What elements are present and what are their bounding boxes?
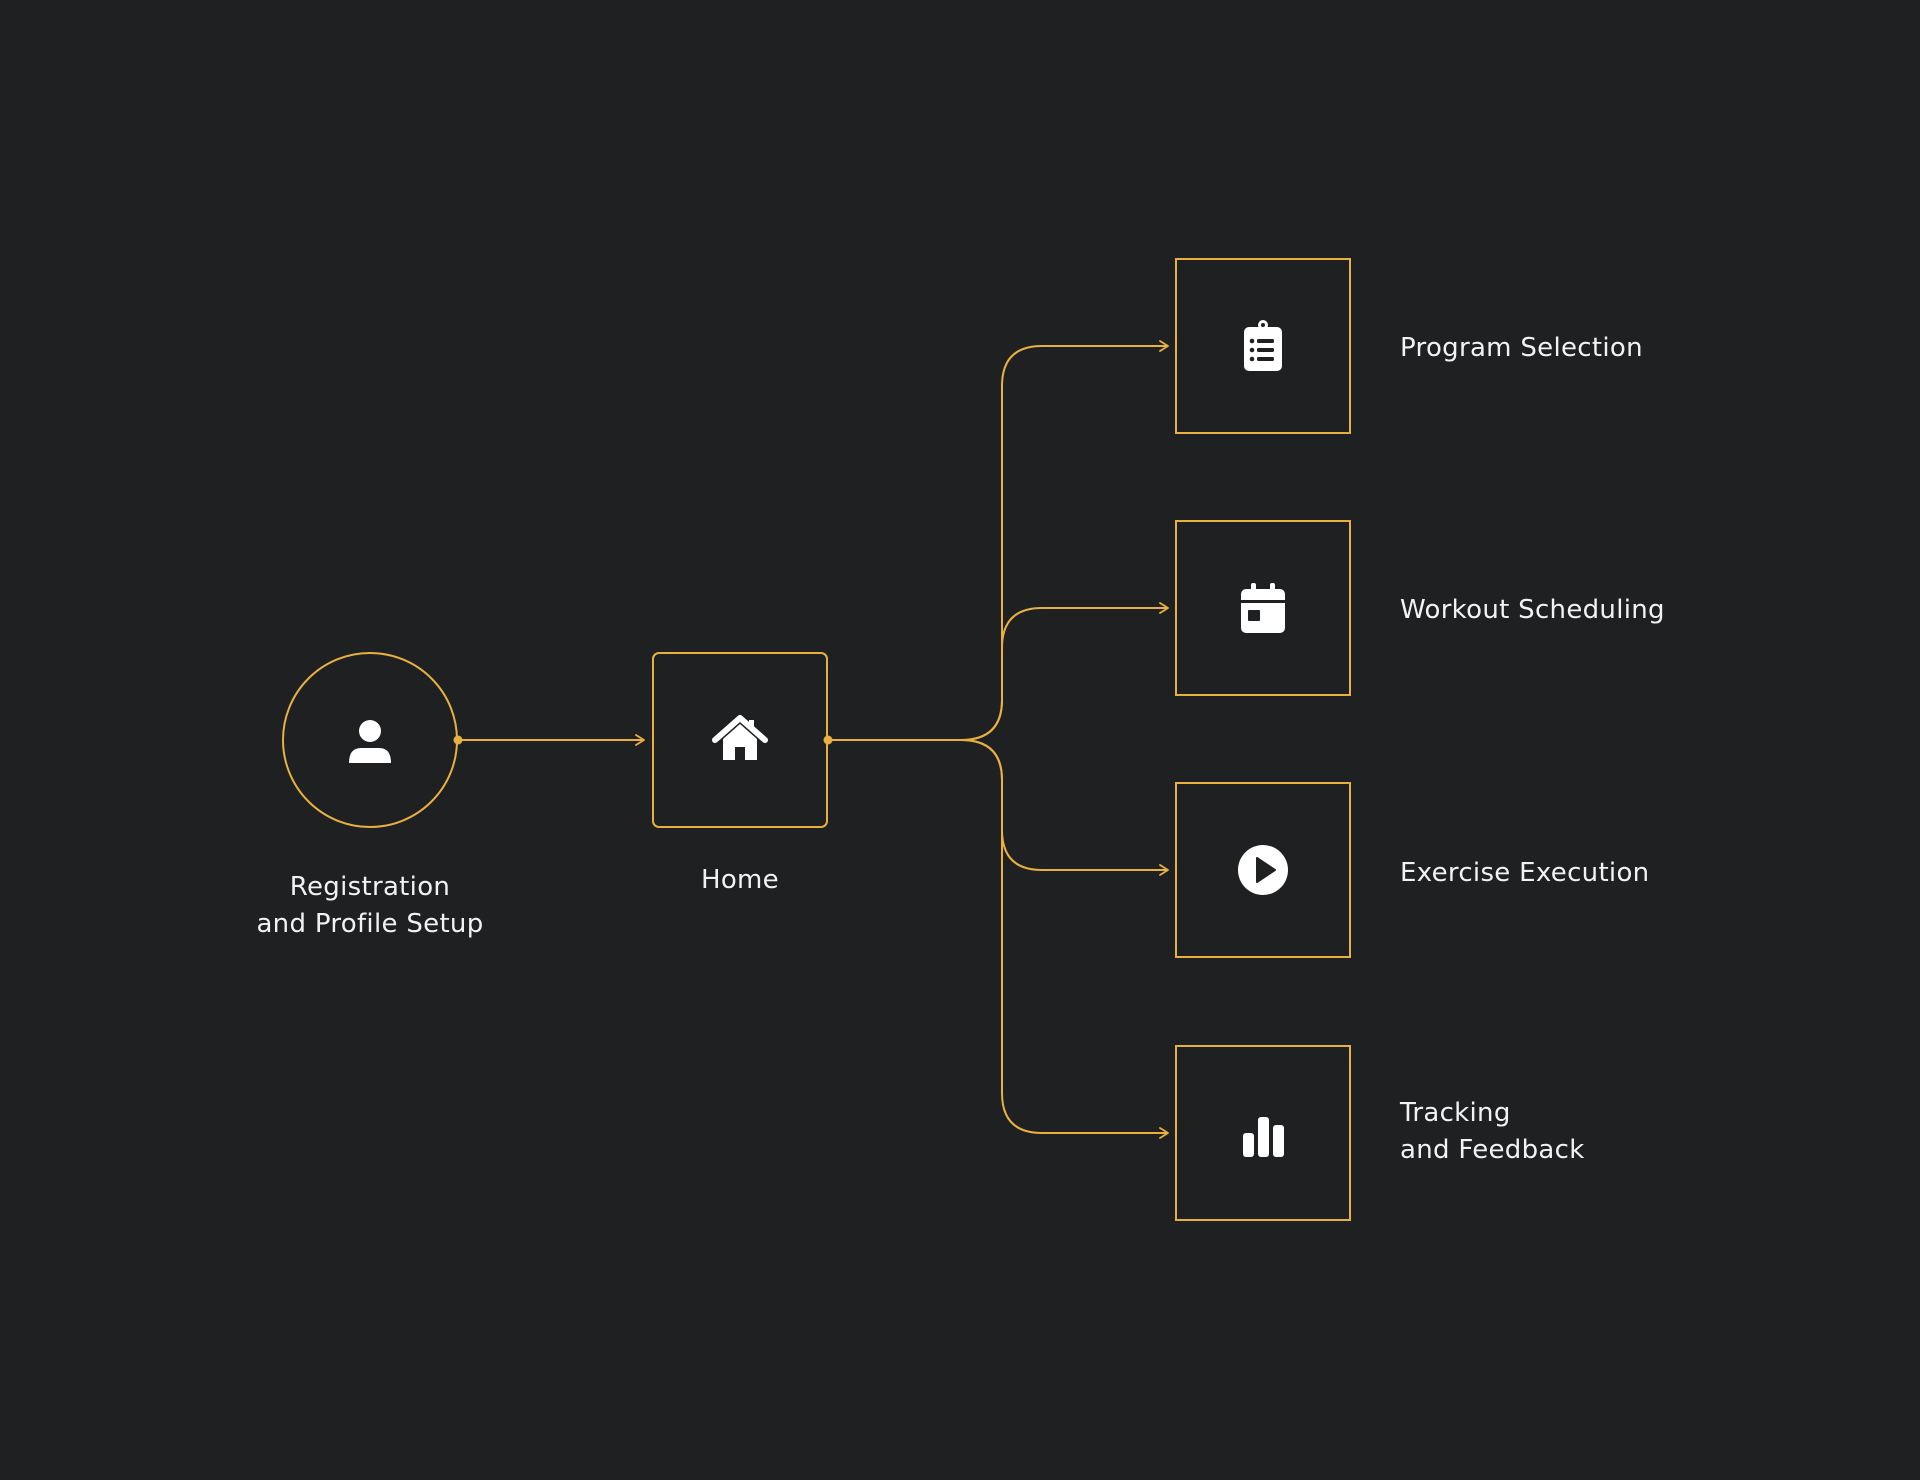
exercise-execution-node [1175, 782, 1351, 958]
home-label: Home [701, 865, 779, 895]
clipboard-list-icon [1244, 320, 1282, 371]
tracking-feedback-label: Tracking and Feedback [1400, 1095, 1585, 1169]
play-circle-icon [1238, 845, 1288, 895]
edge-home-tracking-feedback [828, 739, 1169, 1139]
connector-dot-home [823, 735, 833, 745]
registration-label-line2: and Profile Setup [256, 909, 484, 939]
edge-home-workout-scheduling [828, 602, 1169, 741]
edge-home-program-selection [828, 340, 1169, 741]
workout-scheduling-label: Workout Scheduling [1400, 595, 1665, 625]
program-selection-label: Program Selection [1400, 333, 1643, 363]
registration-label: Registration and Profile Setup [220, 869, 520, 943]
registration-label-line1: Registration [289, 872, 451, 902]
workout-scheduling-node [1175, 520, 1351, 696]
exercise-execution-label: Exercise Execution [1400, 858, 1650, 888]
program-selection-node [1175, 258, 1351, 434]
home-node [652, 652, 828, 828]
tracking-feedback-node [1175, 1045, 1351, 1221]
bar-chart-icon [1243, 1117, 1284, 1157]
registration-node [282, 652, 458, 828]
calendar-icon [1241, 583, 1285, 633]
tracking-feedback-label-line2: and Feedback [1400, 1135, 1585, 1165]
tracking-feedback-label-line1: Tracking [1400, 1098, 1511, 1128]
user-icon [349, 720, 391, 763]
home-icon [712, 715, 768, 760]
